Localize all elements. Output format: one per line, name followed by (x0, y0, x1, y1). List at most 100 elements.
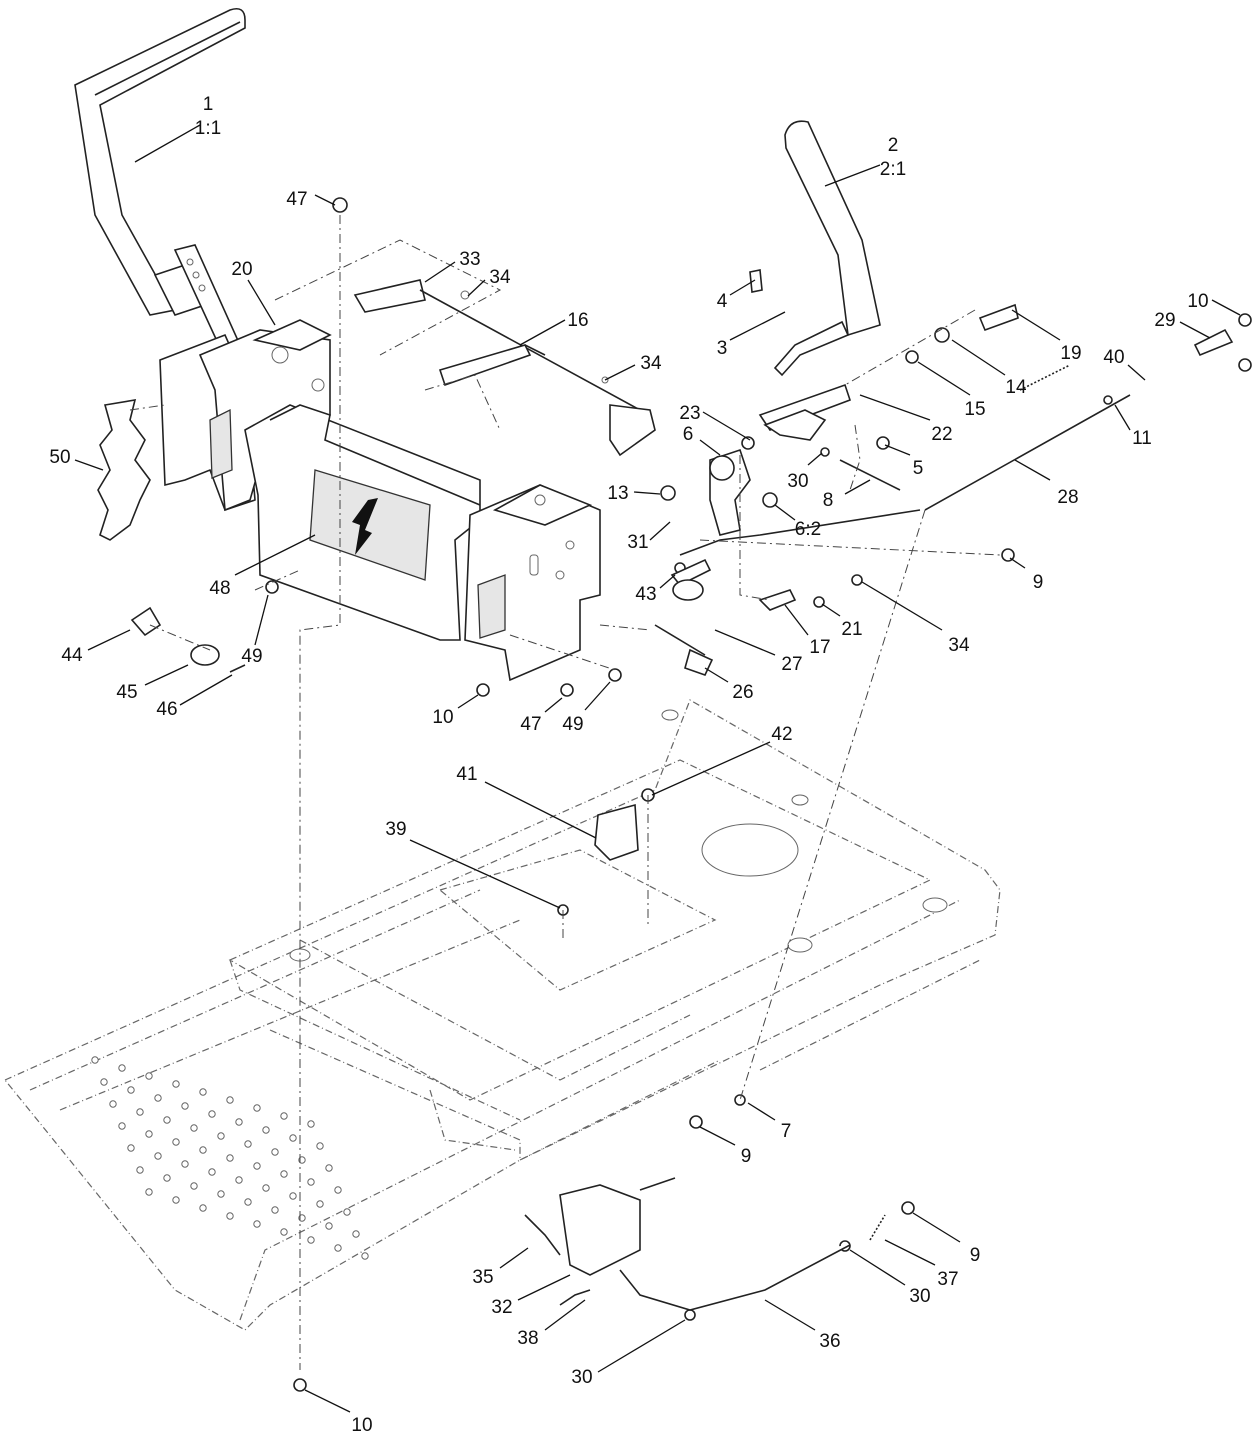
leader-line (1011, 309, 1061, 341)
leader-line (774, 504, 796, 521)
callout-number: 30 (787, 471, 808, 492)
callout-39: 39 (385, 819, 561, 909)
callout-48: 48 (209, 534, 316, 599)
callout-number: 4 (717, 291, 728, 312)
callout-number: 35 (472, 1267, 493, 1288)
leader-line (844, 479, 871, 495)
callout-number: 10 (432, 707, 453, 728)
leader-line (74, 459, 104, 471)
callout-number: 2 (888, 135, 899, 156)
callout-17: 17 (784, 604, 831, 658)
leader-line (861, 581, 943, 631)
callout-13: 13 (607, 483, 661, 504)
floor-hole (316, 1142, 324, 1150)
floor-hole (181, 1160, 189, 1168)
callout-number: 22 (931, 424, 952, 445)
callout-number: 10 (1187, 291, 1208, 312)
callout-42: 42 (651, 724, 793, 796)
leader-line (247, 279, 276, 326)
callout-number: 48 (209, 578, 230, 599)
callout-number: 21 (841, 619, 862, 640)
callout-number: 33 (459, 249, 480, 270)
leader-line (917, 361, 971, 396)
callout-38: 38 (517, 1299, 586, 1349)
callout-number: 19 (1060, 343, 1081, 364)
leader-line (649, 521, 671, 541)
callout-number: 43 (635, 584, 656, 605)
floor-hole (154, 1094, 162, 1102)
floor-hole (325, 1164, 333, 1172)
leader-line (1009, 557, 1026, 569)
callout-49b: 49 (562, 681, 611, 735)
callout-number: 40 (1103, 347, 1124, 368)
right-pivot-assembly (679, 383, 1131, 611)
floor-hole (172, 1196, 180, 1204)
callout-30b: 30 (849, 1249, 931, 1307)
floor-hole (181, 1102, 189, 1110)
leader-line (544, 697, 563, 713)
callout-number: 44 (61, 645, 83, 666)
floor-hole (307, 1120, 315, 1128)
floor-hole (145, 1130, 153, 1138)
callout-10a: 10 (1187, 291, 1241, 316)
leader-line (597, 1319, 686, 1373)
callout-number: 49 (562, 714, 583, 735)
callout-49a: 49 (241, 594, 269, 667)
leader-line (849, 1249, 906, 1286)
floor-hole (226, 1154, 234, 1162)
callout-27: 27 (714, 629, 803, 675)
leader-line (951, 339, 1006, 376)
callout-9c: 9 (912, 1212, 981, 1266)
floor-hole (289, 1134, 297, 1142)
leader-line (784, 604, 809, 636)
hardware-items (130, 197, 1252, 1392)
leader-line (1179, 321, 1211, 339)
leader-line (807, 452, 823, 466)
callout-21: 21 (821, 603, 863, 640)
callout-33: 33 (424, 249, 481, 283)
leader-line (1114, 404, 1131, 431)
callout-32: 32 (491, 1274, 571, 1318)
leader-line (144, 664, 189, 686)
floor-hole (244, 1198, 252, 1206)
callout-9a: 9 (1009, 557, 1043, 593)
floor-hole (91, 1056, 99, 1064)
right-control-lever (773, 120, 881, 377)
leader-line (409, 839, 561, 909)
callout-number: 9 (970, 1245, 981, 1266)
floor-hole (343, 1208, 351, 1216)
callout-number: 6 (683, 424, 694, 445)
floor-hole (208, 1168, 216, 1176)
floor-hole (334, 1244, 342, 1252)
callout-number: 39 (385, 819, 406, 840)
callout-number: 50 (49, 447, 70, 468)
callout-23: 23 (679, 403, 751, 441)
callout-6_2: 6:2 (774, 504, 821, 540)
floor-hole (253, 1104, 261, 1112)
callout-35: 35 (472, 1247, 529, 1288)
leader-line (912, 1212, 961, 1243)
callout-8: 8 (823, 479, 871, 511)
leader-line (821, 603, 841, 617)
floor-hole (226, 1096, 234, 1104)
floor-hole (235, 1118, 243, 1126)
floor-hole (190, 1124, 198, 1132)
callout-number: 27 (781, 654, 802, 675)
callout-number: 26 (732, 682, 753, 703)
callout-number: 34 (489, 267, 511, 288)
leader-line (517, 1274, 571, 1301)
floor-hole (352, 1230, 360, 1238)
leader-line (699, 439, 721, 456)
leader-line (254, 594, 269, 646)
callout-19: 19 (1011, 309, 1082, 364)
floor-hole (217, 1132, 225, 1140)
floor-hole (316, 1200, 324, 1208)
callout-29: 29 (1154, 310, 1211, 339)
floor-hole (127, 1086, 135, 1094)
floor-hole (136, 1108, 144, 1116)
floor-hole (271, 1206, 279, 1214)
leader-line (884, 444, 911, 456)
floor-hole (127, 1144, 135, 1152)
